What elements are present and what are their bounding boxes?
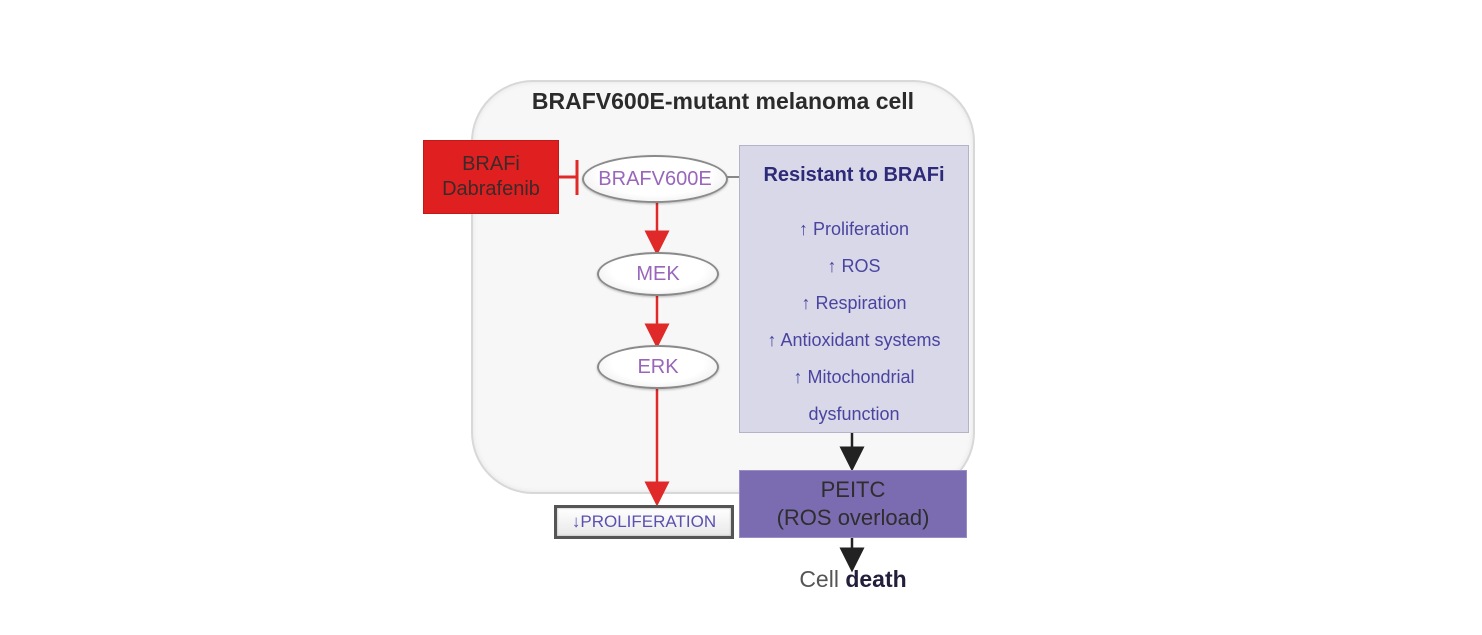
node-label: ERK bbox=[637, 355, 679, 378]
resistant-heading: Resistant to BRAFi bbox=[763, 164, 945, 186]
resistant-item: ↑ Proliferation bbox=[798, 219, 910, 239]
cell-death-label: Cell death bbox=[739, 566, 967, 593]
dabrafenib-label: Dabrafenib bbox=[442, 178, 540, 200]
resistant-item: ↑ ROS bbox=[827, 256, 881, 276]
resistant-list: ↑ Proliferation ↑ ROS ↑ Respiration ↑ An… bbox=[740, 211, 968, 433]
node-label: MEK bbox=[636, 262, 680, 285]
node-mek: MEK bbox=[597, 252, 719, 296]
peitc-box: PEITC (ROS overload) bbox=[739, 470, 967, 538]
resistant-item: dysfunction bbox=[808, 404, 900, 424]
brafi-label: BRAFi bbox=[462, 153, 520, 175]
peitc-sublabel: (ROS overload) bbox=[776, 505, 930, 530]
proliferation-outcome-box: ↓PROLIFERATION bbox=[554, 505, 734, 539]
node-label: BRAFV600E bbox=[598, 167, 712, 190]
resistant-item: ↑ Antioxidant systems bbox=[767, 330, 941, 350]
resistant-item: ↑ Respiration bbox=[801, 293, 907, 313]
death-prefix: Cell bbox=[799, 566, 839, 592]
death-bold: death bbox=[845, 566, 907, 592]
diagram-title: BRAFV600E-mutant melanoma cell bbox=[531, 88, 915, 114]
node-brafv600e: BRAFV600E bbox=[582, 155, 728, 203]
peitc-label: PEITC bbox=[820, 477, 886, 502]
node-erk: ERK bbox=[597, 345, 719, 389]
resistant-box: Resistant to BRAFi ↑ Proliferation ↑ ROS… bbox=[739, 145, 969, 433]
resistant-item: ↑ Mitochondrial bbox=[793, 367, 915, 387]
brafi-dabrafenib-box: BRAFi Dabrafenib bbox=[423, 140, 559, 214]
